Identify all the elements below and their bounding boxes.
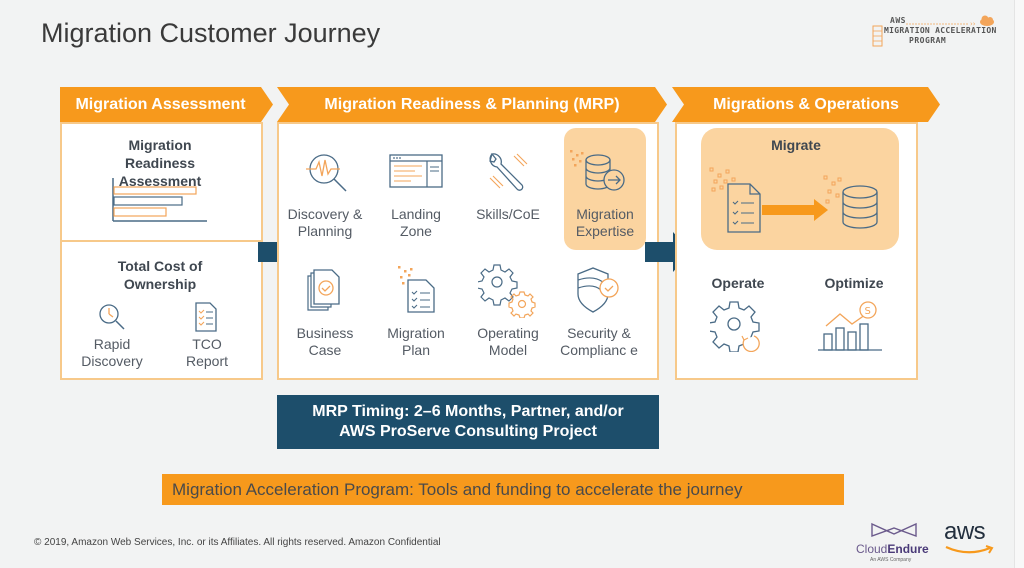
report-checklist-icon xyxy=(195,302,217,332)
readiness-assessment-panel xyxy=(60,122,263,242)
rapid-discovery-label: Rapid Discovery xyxy=(81,336,143,369)
program-banner: Migration Acceleration Program: Tools an… xyxy=(162,474,844,505)
svg-text:S: S xyxy=(865,306,871,317)
cloudendure-name: CloudEndure xyxy=(856,542,929,556)
migration-expertise-highlight xyxy=(564,128,646,250)
browser-window-icon xyxy=(389,154,443,188)
magnifier-clock-icon xyxy=(99,304,125,330)
aws-logo-text: aws xyxy=(944,518,986,545)
migrate-highlight xyxy=(701,128,899,250)
document-to-database-icon xyxy=(709,167,878,233)
migration-expertise-label: Migration Expertise xyxy=(575,206,635,239)
phase-banner-operations: Migrations & Operations xyxy=(672,87,940,122)
checklist-icon xyxy=(398,266,435,313)
bar-chart-icon xyxy=(112,178,207,222)
phase-banner-mrp: Migration Readiness & Planning (MRP) xyxy=(277,87,667,122)
tco-panel xyxy=(60,240,263,380)
slide-title: Migration Customer Journey xyxy=(41,18,381,48)
documents-check-icon xyxy=(307,269,340,311)
business-case-label: Business Case xyxy=(296,325,354,358)
readiness-assessment-text: Migration Readiness Assessment xyxy=(118,137,202,189)
mrp-timing-line1: MRP Timing: 2–6 Months, Partner, and/or xyxy=(312,403,624,420)
wrench-icon xyxy=(489,153,528,191)
migration-plan-label: Migration Plan xyxy=(387,325,445,358)
tco-title-text: Total Cost of Ownership xyxy=(117,258,203,292)
map-logo-graphic: ›› xyxy=(872,15,994,47)
readiness-assessment-title: Migration Readiness Assessment xyxy=(85,136,235,190)
gears-icon xyxy=(478,264,536,318)
phase-title-assessment: Migration Assessment xyxy=(75,96,246,113)
migrate-title: Migrate xyxy=(771,137,821,153)
phase-title-operations: Migrations & Operations xyxy=(713,96,899,113)
database-arrow-icon xyxy=(570,150,625,191)
aws-smile-icon xyxy=(945,545,994,554)
map-logo-line2: MIGRATION ACCELERATION xyxy=(884,26,997,35)
skills-coe-label: Skills/CoE xyxy=(476,206,540,222)
map-program-logo: ›› AWS MIGRATION ACCELERATION PROGRAM xyxy=(872,14,1000,50)
aws-logo: aws xyxy=(942,518,1000,558)
cloudendure-name-bold: Endure xyxy=(887,542,929,556)
cloudendure-mark-icon xyxy=(871,522,917,537)
map-logo-line1: AWS xyxy=(890,16,906,25)
slide-edge xyxy=(1014,0,1024,568)
phase-title-mrp: Migration Readiness & Planning (MRP) xyxy=(324,96,620,113)
bar-growth-icon: S xyxy=(818,301,882,351)
map-logo-line3: PROGRAM xyxy=(909,36,947,45)
cloudendure-tagline: An AWS Company xyxy=(870,557,912,563)
phase-banner-assessment: Migration Assessment xyxy=(60,87,273,122)
discovery-planning-label: Discovery & Planning xyxy=(287,206,363,239)
optimize-title: Optimize xyxy=(824,275,884,291)
cloudendure-logo: CloudEndure An AWS Company xyxy=(856,520,929,566)
search-pulse-icon xyxy=(306,154,347,192)
mrp-timing-line2: AWS ProServe Consulting Project xyxy=(339,423,597,440)
landing-zone-label: Landing Zone xyxy=(391,206,441,239)
cloudendure-name-light: Cloud xyxy=(856,542,888,556)
operate-title: Operate xyxy=(711,275,765,291)
tco-report-label: TCO Report xyxy=(185,336,229,369)
svg-text:››: ›› xyxy=(970,20,976,28)
gear-refresh-icon xyxy=(710,301,760,352)
mrp-timing-note: MRP Timing: 2–6 Months, Partner, and/or … xyxy=(277,395,659,449)
operating-model-label: Operating Model xyxy=(477,325,539,358)
copyright-text: © 2019, Amazon Web Services, Inc. or its… xyxy=(34,537,441,548)
shield-check-icon xyxy=(577,267,619,313)
security-compliance-label: Security & Complianc e xyxy=(560,325,638,358)
tco-title: Total Cost of Ownership xyxy=(85,257,235,293)
